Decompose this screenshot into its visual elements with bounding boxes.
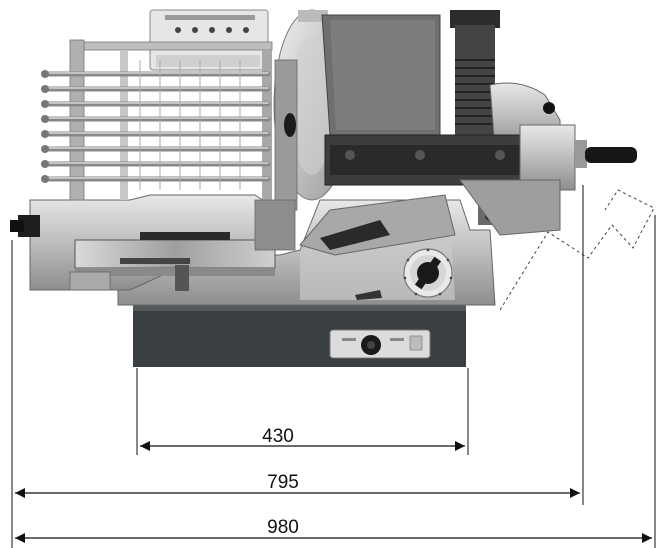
handle-swing-outline [499,189,655,311]
dimension-label-980: 980 [267,517,299,538]
carriage-tray [69,232,276,291]
dimension-label-795: 795 [267,472,299,493]
meat-slicer-machine [10,9,655,367]
dimension-label-430: 430 [262,426,294,447]
control-panel [329,329,431,359]
slide-bar [324,124,637,191]
dimension-annotations: 430 795 980 [11,185,656,548]
stacker-gripper [41,39,298,251]
thickness-dial [403,248,453,298]
control-unit [149,9,269,71]
